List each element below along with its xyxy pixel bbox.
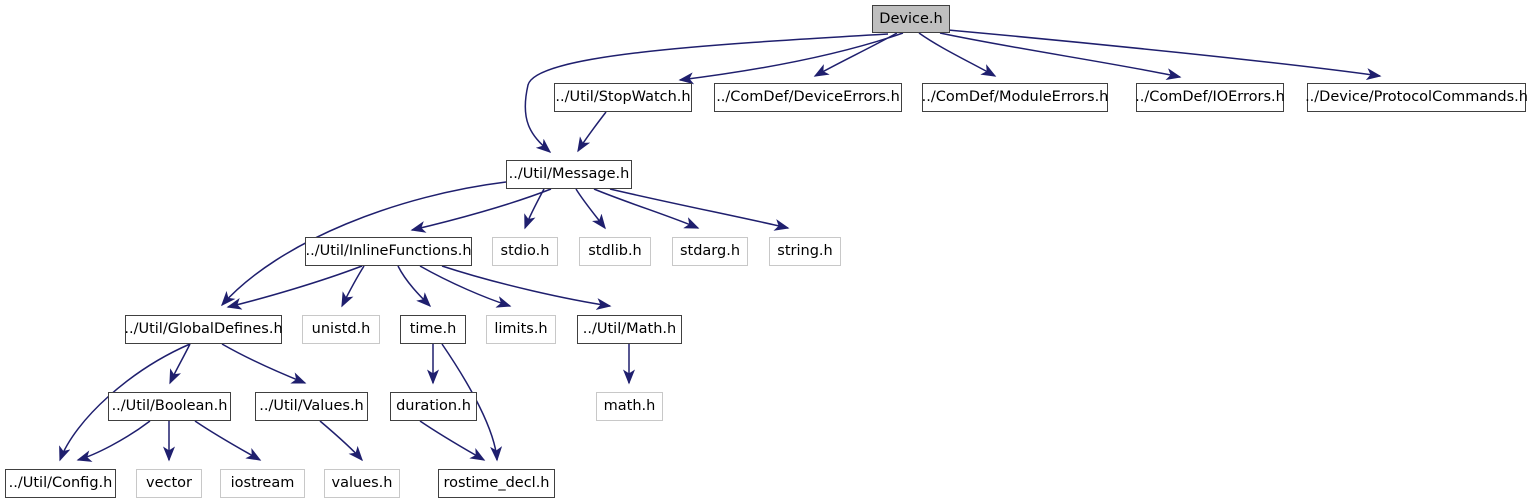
graph-node-label: stdarg.h bbox=[679, 243, 741, 260]
graph-edge-inlinefunctions-to-mathhdr bbox=[441, 265, 612, 310]
graph-node-moduleerrors[interactable]: ../ComDef/ModuleErrors.h bbox=[922, 83, 1108, 112]
graph-edge-inlinefunctions-to-limits bbox=[419, 265, 512, 308]
graph-node-limits[interactable]: limits.h bbox=[486, 315, 556, 344]
graph-node-duration[interactable]: duration.h bbox=[390, 392, 477, 421]
graph-edge-device-to-ioerrors bbox=[939, 32, 1182, 81]
graph-node-mathhdr[interactable]: ../Util/Math.h bbox=[577, 315, 682, 344]
graph-node-label: ../Util/Boolean.h bbox=[111, 398, 228, 415]
graph-edge-duration-to-rostime bbox=[419, 420, 486, 461]
graph-node-valuesc[interactable]: values.h bbox=[324, 469, 400, 498]
graph-edge-inlinefunctions-to-unistd bbox=[341, 265, 365, 308]
graph-edges bbox=[59, 29, 1382, 462]
graph-node-label: ../Util/Message.h bbox=[508, 166, 630, 183]
graph-edge-device-to-deviceerrors bbox=[813, 32, 898, 77]
graph-node-inlinefunctions[interactable]: ../Util/InlineFunctions.h bbox=[305, 237, 472, 266]
graph-node-values[interactable]: ../Util/Values.h bbox=[255, 392, 368, 421]
graph-edge-inlinefunctions-to-globaldefines bbox=[226, 265, 363, 310]
graph-node-label: ../ComDef/DeviceErrors.h bbox=[716, 89, 900, 106]
graph-node-stdlib[interactable]: stdlib.h bbox=[579, 237, 651, 266]
graph-node-label: values.h bbox=[331, 475, 393, 492]
graph-edge-boolean-to-iostream bbox=[194, 420, 262, 461]
graph-node-config[interactable]: ../Util/Config.h bbox=[5, 469, 116, 498]
graph-node-label: ../Util/Values.h bbox=[259, 398, 364, 415]
graph-node-protocolcommands[interactable]: ../Device/ProtocolCommands.h bbox=[1305, 83, 1528, 112]
graph-edge-message-to-stdarg bbox=[593, 188, 700, 229]
graph-edge-inlinefunctions-to-timeh bbox=[397, 265, 432, 308]
graph-node-label: time.h bbox=[409, 321, 457, 338]
graph-edge-message-to-string bbox=[609, 188, 790, 231]
graph-node-stdarg[interactable]: stdarg.h bbox=[672, 237, 748, 266]
graph-node-label: ../ComDef/IOErrors.h bbox=[1135, 89, 1285, 106]
graph-edge-message-to-inlinefunctions bbox=[410, 188, 552, 233]
graph-node-label: Device.h bbox=[879, 10, 943, 27]
graph-node-label: unistd.h bbox=[311, 321, 371, 338]
graph-edge-stopwatch-to-message bbox=[577, 111, 607, 153]
graph-edge-device-to-moduleerrors bbox=[918, 32, 997, 77]
graph-edge-boolean-to-config bbox=[76, 420, 151, 462]
graph-node-rostime[interactable]: rostime_decl.h bbox=[438, 469, 555, 498]
graph-node-label: rostime_decl.h bbox=[443, 475, 550, 492]
graph-node-stdio[interactable]: stdio.h bbox=[492, 237, 558, 266]
graph-node-label: duration.h bbox=[396, 398, 471, 415]
graph-edge-message-to-stdio bbox=[524, 188, 545, 230]
graph-node-label: stdlib.h bbox=[588, 243, 642, 260]
graph-edge-device-to-stopwatch bbox=[678, 32, 904, 85]
graph-node-label: ../Device/ProtocolCommands.h bbox=[1305, 89, 1528, 106]
graph-node-label: ../Util/Config.h bbox=[8, 475, 113, 492]
graph-edge-globaldefines-to-boolean bbox=[169, 343, 191, 385]
graph-node-device[interactable]: Device.h bbox=[872, 5, 950, 33]
graph-edge-timeh-to-rostime bbox=[441, 343, 503, 462]
graph-edge-values-to-valuesc bbox=[319, 420, 363, 462]
graph-node-timeh[interactable]: time.h bbox=[400, 315, 466, 344]
graph-node-label: string.h bbox=[777, 243, 833, 260]
graph-node-label: vector bbox=[146, 475, 192, 492]
graph-node-label: ../Util/GlobalDefines.h bbox=[124, 321, 283, 338]
graph-node-mathc[interactable]: math.h bbox=[596, 392, 663, 421]
graph-edge-globaldefines-to-values bbox=[221, 343, 307, 384]
graph-node-label: iostream bbox=[230, 475, 295, 492]
graph-node-string[interactable]: string.h bbox=[769, 237, 841, 266]
graph-node-deviceerrors[interactable]: ../ComDef/DeviceErrors.h bbox=[714, 83, 902, 112]
graph-node-label: ../ComDef/ModuleErrors.h bbox=[921, 89, 1109, 106]
graph-node-ioerrors[interactable]: ../ComDef/IOErrors.h bbox=[1135, 83, 1285, 112]
graph-node-label: ../Util/InlineFunctions.h bbox=[305, 243, 472, 260]
graph-node-label: ../Util/Math.h bbox=[582, 321, 677, 338]
graph-node-label: limits.h bbox=[494, 321, 548, 338]
graph-node-iostream[interactable]: iostream bbox=[220, 469, 305, 498]
graph-edge-device-to-protocolcommands bbox=[947, 29, 1382, 81]
graph-node-vector[interactable]: vector bbox=[136, 469, 202, 498]
graph-edge-message-to-globaldefines bbox=[221, 181, 507, 307]
graph-node-globaldefines[interactable]: ../Util/GlobalDefines.h bbox=[124, 315, 283, 344]
graph-edge-message-to-stdlib bbox=[575, 188, 606, 230]
graph-node-message[interactable]: ../Util/Message.h bbox=[506, 160, 632, 189]
graph-node-label: ../Util/StopWatch.h bbox=[555, 89, 691, 106]
graph-node-boolean[interactable]: ../Util/Boolean.h bbox=[108, 392, 231, 421]
graph-node-unistd[interactable]: unistd.h bbox=[302, 315, 380, 344]
graph-node-label: stdio.h bbox=[500, 243, 550, 260]
graph-edge-device-to-message bbox=[524, 33, 889, 153]
graph-node-label: math.h bbox=[603, 398, 656, 415]
graph-node-stopwatch[interactable]: ../Util/StopWatch.h bbox=[554, 83, 692, 112]
